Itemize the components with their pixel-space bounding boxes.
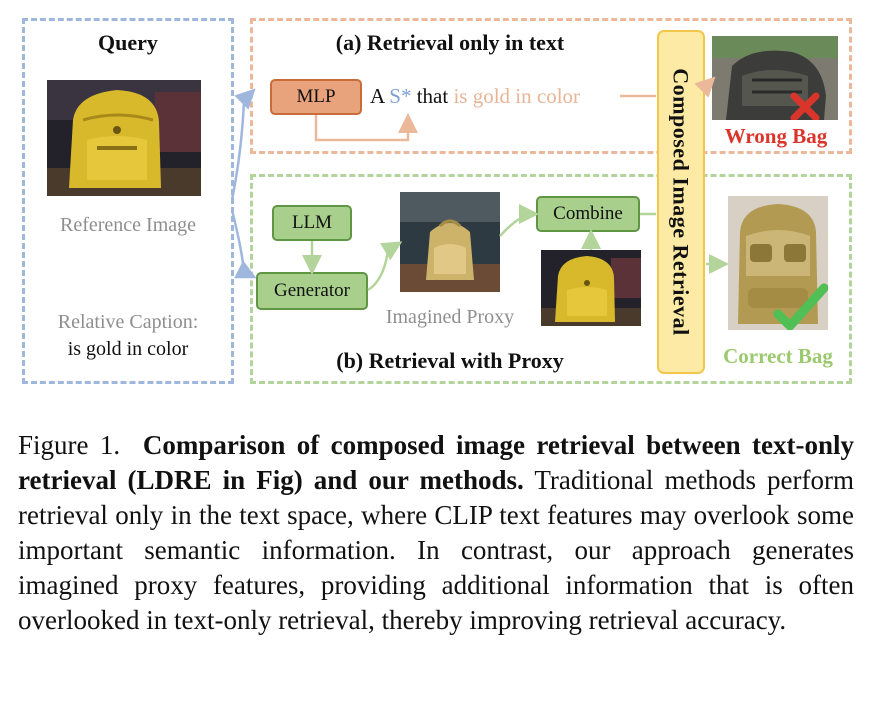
caption-body: Traditional methods perform retrieval on…	[18, 465, 855, 635]
reference-image	[47, 80, 201, 196]
imagined-proxy-label: Imagined Proxy	[385, 306, 515, 328]
wrong-bag-label: Wrong Bag	[724, 124, 828, 148]
wrong-bag-image	[712, 36, 838, 120]
text-token: S*	[389, 84, 412, 108]
text-attribute: is gold in color	[453, 84, 581, 108]
text-query: A S* that is gold in color	[370, 84, 580, 109]
connector-arrows	[230, 76, 729, 292]
panel-a-title: (a) Retrieval only in text	[335, 30, 565, 55]
arrow-query-to-mlp	[230, 88, 256, 201]
query-title: Query	[98, 30, 158, 55]
mlp-box: MLP	[270, 79, 362, 115]
relative-caption-text: is gold in color	[67, 338, 189, 360]
panel-b-title: (b) Retrieval with Proxy	[336, 348, 564, 373]
relative-caption-label: Relative Caption:	[57, 311, 199, 333]
reference-image-label: Reference Image	[59, 214, 196, 236]
mlp-label: MLP	[296, 86, 336, 107]
panel-a	[250, 18, 852, 154]
generator-label: Generator	[274, 280, 350, 301]
arrow-proxy-to-combine	[499, 204, 539, 237]
text-that: that	[416, 84, 449, 108]
arrow-mlp-to-token	[314, 113, 418, 142]
arrow-generator-to-proxy	[367, 241, 403, 292]
caption-bold: Comparison of composed image retrieval b…	[18, 430, 854, 495]
combine-label: Combine	[553, 203, 623, 224]
arrow-query-to-generator	[230, 209, 257, 279]
llm-box: LLM	[272, 205, 352, 241]
figure-caption: Figure 1. Comparison of composed image r…	[18, 428, 854, 638]
figure-diagram: Query Reference Image Relative Caption: …	[22, 18, 852, 384]
caption-prefix: Figure 1.	[18, 430, 121, 460]
arrow-cir-to-wrong	[694, 76, 716, 98]
imagined-proxy-image	[400, 192, 500, 292]
text-a: A	[370, 84, 385, 108]
reference-image-copy	[541, 250, 641, 326]
query-panel	[22, 18, 234, 384]
correct-bag-label: Correct Bag	[723, 344, 833, 368]
panel-b	[250, 174, 852, 384]
llm-label: LLM	[291, 212, 333, 233]
generator-box: Generator	[256, 272, 368, 310]
correct-bag-image	[728, 196, 828, 330]
